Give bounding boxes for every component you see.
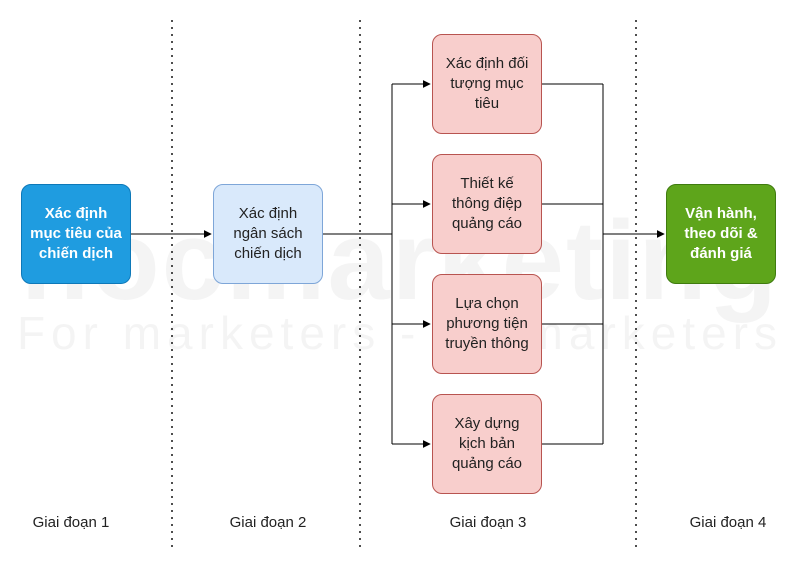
- node-budget: Xác định ngân sách chiến dịch: [213, 184, 323, 284]
- node-operate: Vận hành, theo dõi & đánh giá: [666, 184, 776, 284]
- node-message: Thiết kế thông điệp quảng cáo: [432, 154, 542, 254]
- stage-label-1: Giai đoạn 1: [32, 514, 110, 531]
- stage-label-3: Giai đoạn 3: [449, 514, 527, 531]
- stage-label-2: Giai đoạn 2: [229, 514, 307, 531]
- node-script: Xây dựng kịch bản quảng cáo: [432, 394, 542, 494]
- node-audience: Xác định đối tượng mục tiêu: [432, 34, 542, 134]
- stage-label-4: Giai đoạn 4: [689, 514, 767, 531]
- node-media: Lựa chọn phương tiện truyền thông: [432, 274, 542, 374]
- node-goal: Xác định mục tiêu của chiến dịch: [21, 184, 131, 284]
